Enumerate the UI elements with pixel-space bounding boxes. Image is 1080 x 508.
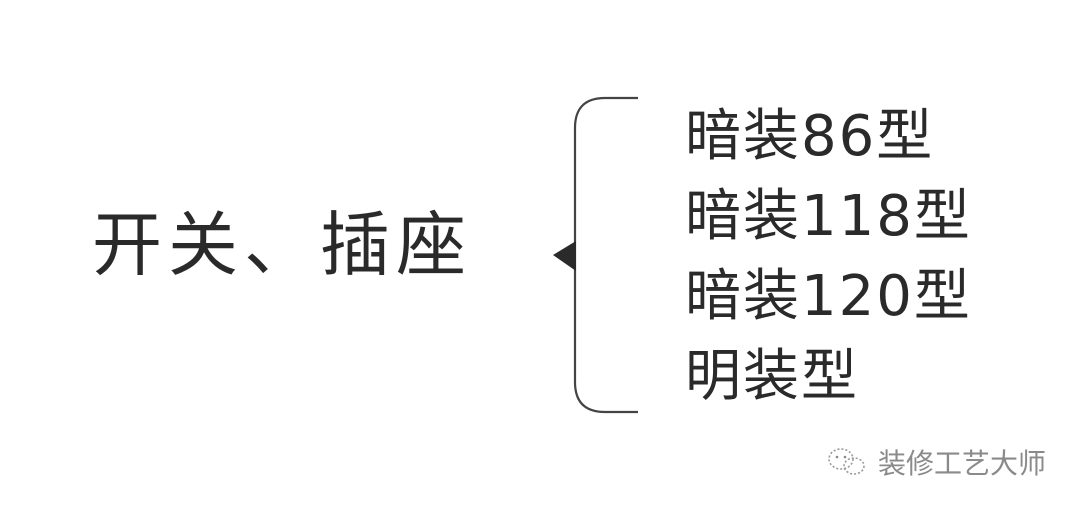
child-item-118: 暗装118型 bbox=[685, 184, 972, 249]
brace-connector bbox=[553, 96, 638, 414]
root-node-label: 开关、插座 bbox=[92, 204, 472, 286]
child-item-surface: 明装型 bbox=[685, 344, 859, 409]
child-item-120: 暗装120型 bbox=[685, 264, 972, 329]
child-item-86: 暗装86型 bbox=[685, 104, 935, 169]
child-list: 暗装86型 暗装118型 暗装120型 明装型 bbox=[685, 100, 972, 417]
wechat-icon bbox=[828, 448, 865, 475]
watermark-text: 装修工艺大师 bbox=[878, 447, 1047, 480]
arrow-pointer-icon bbox=[553, 241, 576, 271]
watermark: 装修工艺大师 bbox=[826, 442, 1046, 482]
